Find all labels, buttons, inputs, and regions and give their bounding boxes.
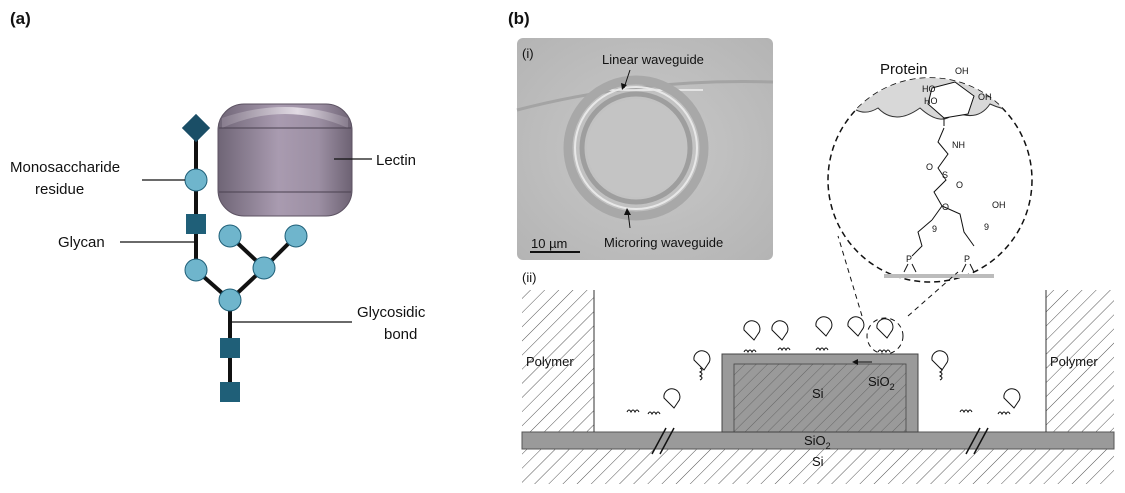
sub-i-label: (i) — [522, 46, 534, 61]
si-substrate-label: Si — [812, 454, 824, 469]
chem-ho-2: HO — [924, 96, 938, 106]
chem-oh-1: OH — [955, 66, 969, 76]
chem-o-3: O — [942, 202, 949, 212]
lectin-shape — [217, 103, 353, 217]
polymer-left-label: Polymer — [526, 354, 574, 369]
microring-waveguide-label: Microring waveguide — [604, 235, 723, 250]
sio2-label: SiO2 — [868, 374, 895, 392]
glycan-circle — [284, 224, 308, 248]
sio2-layer-label: SiO2 — [804, 433, 831, 451]
glycan-label: Glycan — [58, 234, 105, 251]
surface-probes — [626, 316, 1021, 416]
chem-subscript-9b: 9 — [984, 222, 989, 232]
glycan-circle — [184, 258, 208, 282]
glycosidic-label-line1: Glycosidic — [357, 304, 426, 321]
micrograph — [516, 38, 774, 260]
glycan-circle — [252, 256, 276, 280]
chem-o-2: O — [956, 180, 963, 190]
scale-bar-label: 10 µm — [531, 236, 567, 251]
cross-section — [521, 290, 1115, 484]
glycan-circle — [218, 288, 242, 312]
panel-a-leaders — [120, 158, 372, 323]
chem-oh-3: OH — [992, 200, 1006, 210]
zoom-inset — [827, 77, 1033, 283]
sub-ii-label: (ii) — [522, 270, 536, 285]
panel-a-label: (a) — [10, 9, 31, 28]
glycosidic-label-line2: bond — [384, 326, 417, 343]
chem-ho-1: HO — [922, 84, 936, 94]
chem-s: S — [942, 170, 948, 180]
glycan-diamond — [181, 113, 211, 143]
chem-o-1: O — [926, 162, 933, 172]
si-core-label: Si — [812, 386, 824, 401]
chem-subscript-9a: 9 — [932, 224, 937, 234]
monosaccharide-label-line2: residue — [35, 181, 84, 198]
monosaccharide-circle — [184, 168, 208, 192]
panel-b-label: (b) — [508, 9, 530, 28]
linear-waveguide-label: Linear waveguide — [602, 52, 704, 67]
protein-label: Protein — [880, 61, 928, 78]
chem-nh: NH — [952, 140, 965, 150]
glycan-square — [186, 214, 206, 234]
monosaccharide-label-line1: Monosaccharide — [10, 159, 120, 176]
glycan-square — [220, 338, 240, 358]
glycan-circle — [218, 224, 242, 248]
chem-p-2: P — [964, 254, 970, 264]
lectin-label: Lectin — [376, 152, 416, 169]
polymer-right-label: Polymer — [1050, 354, 1098, 369]
chem-oh-2: OH — [978, 92, 992, 102]
glycan-square — [220, 382, 240, 402]
chem-p-1: P — [906, 254, 912, 264]
